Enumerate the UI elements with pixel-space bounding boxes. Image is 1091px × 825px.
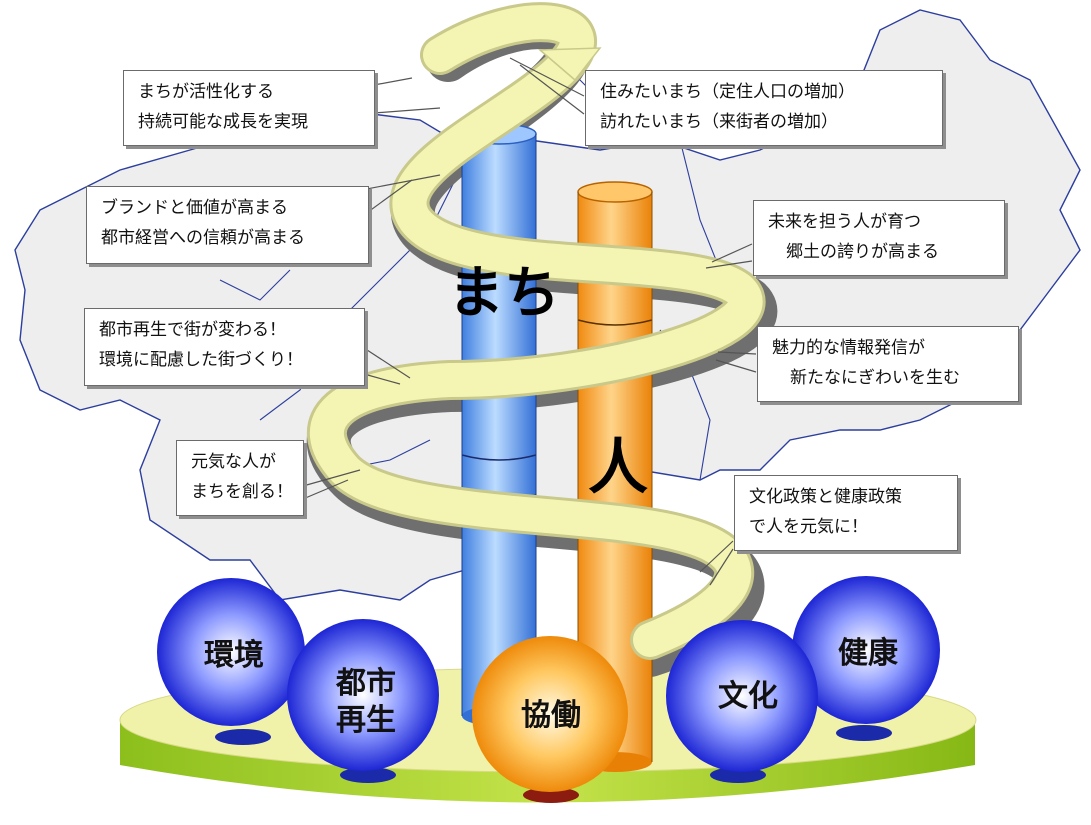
callout-future-people-line1: 未来を担う人が育つ [768, 212, 921, 232]
callout-urban-renewal-line2: 環境に配慮した街づくり！ [99, 350, 303, 370]
callout-urban-renewal: 都市再生で街が変わる！ 環境に配慮した街づくり！ [84, 308, 365, 386]
hito-label: 人 [588, 433, 648, 503]
callout-vitality-line2: 持続可能な成長を実現 [138, 112, 308, 132]
kyodo-label: 協働 [521, 698, 581, 733]
bunka-label: 文化 [718, 679, 778, 714]
callout-future-people: 未来を担う人が育つ 郷土の誇りが高まる [753, 200, 1005, 276]
toshi-label-line2: 再生 [336, 703, 396, 738]
toshi-label-line1: 都市 [335, 666, 396, 701]
callout-livable-city-line2: 訪れたいまち（来街者の増加） [600, 112, 838, 132]
kankyo-sphere [157, 578, 305, 726]
kyodo-sphere [472, 636, 628, 792]
callout-information-line1: 魅力的な情報発信が [772, 338, 925, 358]
callout-livable-city: 住みたいまち（定住人口の増加） 訪れたいまち（来街者の増加） [585, 70, 943, 146]
callout-culture-health-line2: で人を元気に！ [749, 517, 868, 537]
callout-livable-city-line1: 住みたいまち（定住人口の増加） [600, 82, 855, 102]
callout-energetic-people: 元気な人が まちを創る！ [176, 440, 304, 516]
callout-brand-value: ブランドと価値が高まる 都市経営への信頼が高まる [86, 186, 369, 264]
sphere-stands [215, 725, 892, 803]
machi-pillar [461, 123, 537, 726]
callout-culture-health: 文化政策と健康政策 で人を元気に！ [734, 475, 958, 551]
spheres [157, 576, 940, 792]
kenko-label: 健康 [838, 636, 899, 671]
spiral-ribbon [306, 2, 766, 660]
callout-culture-health-line1: 文化政策と健康政策 [749, 487, 902, 507]
callout-energetic-people-line2: まちを創る！ [191, 482, 293, 502]
callout-information-line2: 新たなにぎわいを生む [790, 368, 960, 388]
bunka-sphere [666, 620, 818, 772]
callout-urban-renewal-line1: 都市再生で街が変わる！ [99, 320, 286, 340]
kenko-sphere [792, 576, 940, 724]
callout-information: 魅力的な情報発信が 新たなにぎわいを生む [757, 326, 1019, 402]
callout-vitality: まちが活性化する 持続可能な成長を実現 [123, 70, 375, 146]
callout-brand-value-line1: ブランドと価値が高まる [101, 198, 288, 218]
callout-energetic-people-line1: 元気な人が [191, 452, 276, 472]
machi-label: まち [448, 261, 560, 326]
callout-vitality-line1: まちが活性化する [138, 82, 274, 102]
toshi-saisei-sphere [287, 619, 439, 771]
callout-brand-value-line2: 都市経営への信頼が高まる [101, 228, 305, 248]
callout-future-people-line2: 郷土の誇りが高まる [786, 242, 939, 262]
kankyo-label: 環境 [204, 638, 264, 673]
